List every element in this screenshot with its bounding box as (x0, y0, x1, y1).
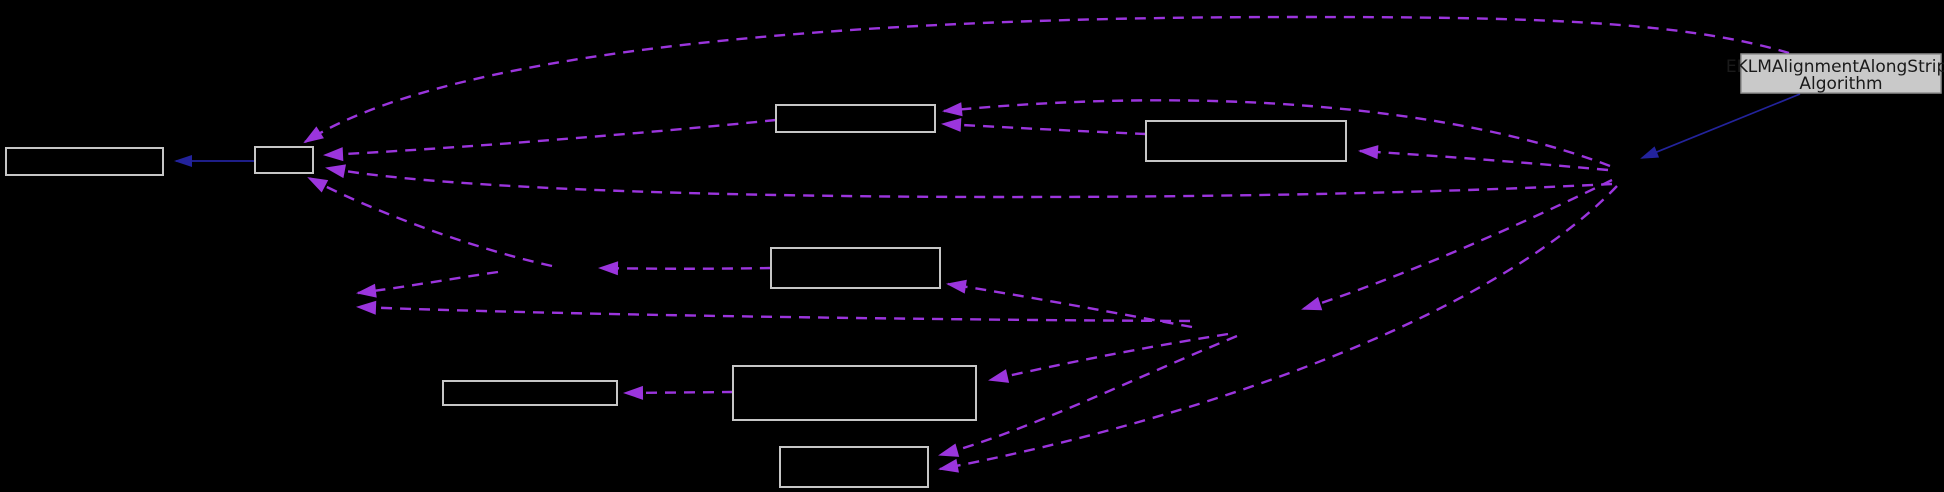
edge-bottom-large-to-bottom-left (623, 385, 734, 400)
node-main[interactable]: EKLMAlignmentAlongStrips Algorithm (1726, 53, 1944, 94)
node-right[interactable] (1145, 120, 1347, 162)
node-top-middle[interactable] (775, 104, 936, 133)
edge-hub-point-to-hub-small (325, 164, 1613, 199)
edge-lower-point-to-bottom-large (988, 332, 1229, 383)
edge-top-middle-to-hub-small (323, 118, 777, 162)
edge-mid-point-to-far-left-upper (356, 270, 499, 298)
main-node-label-line2: Algorithm (1799, 74, 1882, 94)
edge-lower-point-to-far-left-lower (356, 300, 1191, 323)
edge-hub-point-to-top-middle (942, 99, 1611, 168)
node-bottom-left[interactable] (442, 380, 618, 406)
node-hub-small[interactable] (254, 146, 314, 174)
node-bottom-large[interactable] (732, 365, 977, 421)
edge-middle-to-mid-point (598, 261, 772, 276)
edge-lower-point-to-middle (946, 279, 1193, 329)
edge-right-to-top-middle (941, 117, 1147, 136)
edge-lower-point-to-bottom-small (938, 334, 1238, 457)
main-node-box[interactable] (1740, 53, 1942, 94)
node-middle[interactable] (770, 247, 941, 289)
edge-hub-point-to-bottom-small (938, 185, 1618, 473)
edge-main-to-hub-point (1640, 93, 1801, 159)
node-bottom-small[interactable] (779, 446, 929, 488)
main-node-label-line1: EKLMAlignmentAlongStrips (1726, 57, 1944, 77)
edge-hub-point-to-lower-point (1301, 178, 1613, 311)
edge-hub-point-to-right (1358, 145, 1609, 172)
edge-mid-point-to-hub-small (307, 176, 553, 268)
edge-main-to-hub-small-top-sweep (303, 15, 1790, 144)
node-left[interactable] (5, 147, 164, 176)
